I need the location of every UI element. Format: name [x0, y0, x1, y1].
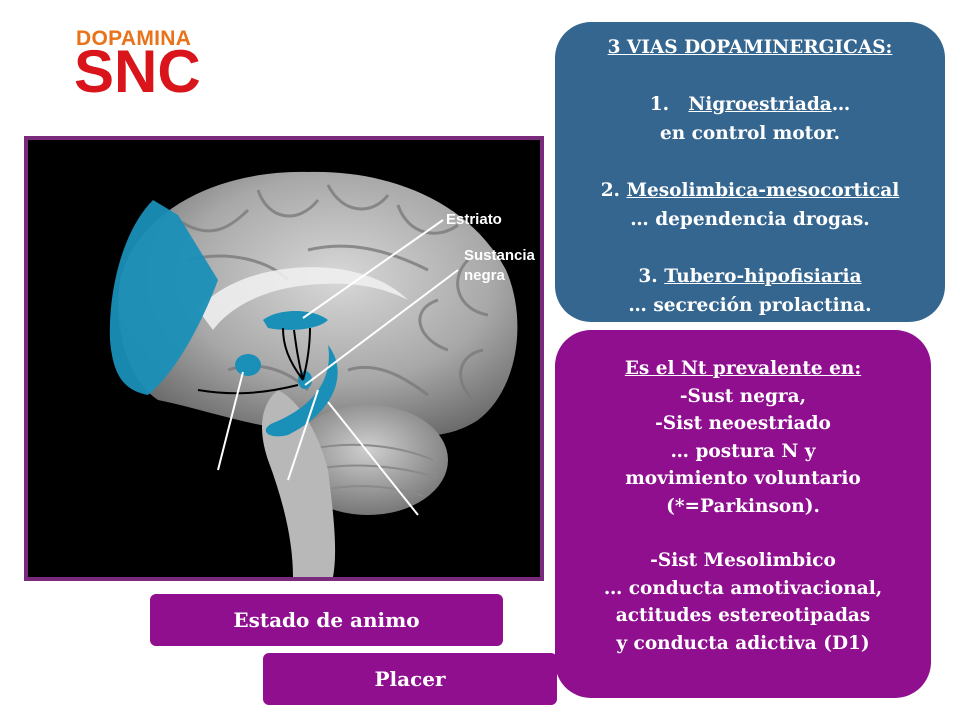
subtitle: DOPAMINA: [76, 27, 192, 50]
prevalence-box: Es el Nt prevalente en: -Sust negra, -Si…: [555, 330, 931, 698]
prevalence-line-8: actitudes estereotipadas: [615, 605, 871, 626]
mesocortical-region: [109, 200, 218, 395]
label-negra: negra: [464, 267, 506, 284]
brain-figure-frame: Estriato Sustancia negra: [24, 136, 544, 581]
pathway-item-3-desc: … secreción prolactina.: [628, 295, 872, 316]
prevalence-line-1: -Sust negra,: [679, 385, 807, 407]
pathway-item-3: 3. Tubero-hipofisiaria: [638, 265, 862, 287]
page-title: SNC: [74, 38, 201, 105]
prevalence-line-4: movimiento voluntario: [625, 468, 861, 489]
prevalence-line-6: -Sist Mesolimbico: [650, 550, 836, 571]
pathway-item-2-desc: … dependencia drogas.: [630, 209, 870, 230]
pathway-item-1: 1. Nigroestriada…: [649, 93, 851, 115]
pathway-item-1-desc: en control motor.: [659, 123, 841, 144]
corpus-callosum: [198, 267, 408, 330]
pleasure-label: Placer: [263, 653, 557, 705]
prevalence-line-9: y conducta adictiva (D1): [616, 632, 870, 654]
substantia-nigra: [265, 345, 338, 437]
mood-label: Estado de animo: [150, 594, 503, 646]
pathway-item-2: 2. Mesolimbica-mesocortical: [600, 179, 900, 201]
brain-illustration: Estriato Sustancia negra: [28, 140, 540, 577]
nucleus-accumbens: [235, 354, 261, 376]
brainstem: [262, 390, 336, 577]
pathways-heading: 3 VIAS DOPAMINERGICAS:: [607, 37, 893, 58]
prevalence-heading: Es el Nt prevalente en:: [624, 358, 862, 379]
label-sustancia: Sustancia: [464, 247, 536, 264]
striatum-region: [263, 311, 328, 330]
label-estriato: Estriato: [446, 211, 502, 228]
prevalence-line-2: -Sist neoestriado: [655, 413, 831, 434]
prevalence-line-7: … conducta amotivacional,: [603, 577, 883, 599]
prevalence-line-5: (*=Parkinson).: [666, 495, 820, 517]
prevalence-line-3: … postura N y: [670, 440, 816, 462]
pathways-box: 3 VIAS DOPAMINERGICAS: 1. Nigroestriada……: [555, 22, 945, 322]
